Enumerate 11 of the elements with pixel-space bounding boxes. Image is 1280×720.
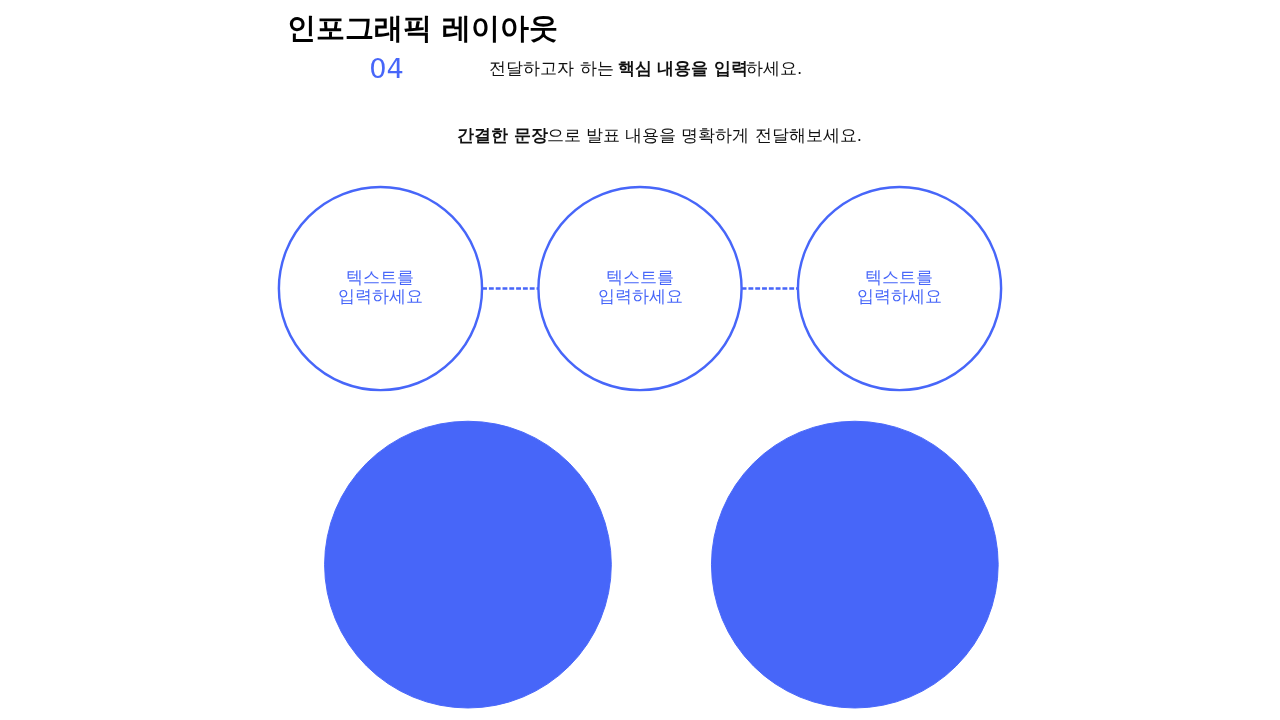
node-circle — [324, 420, 612, 709]
connector — [741, 287, 798, 290]
label: 04 — [369, 52, 404, 84]
label: 전달하고자 하는 핵심 내용을 입력하세요. — [489, 58, 803, 78]
node-circle — [710, 420, 999, 709]
label: 간결한 문장으로 발표 내용을 명확하게 전달해보세요. — [457, 126, 862, 146]
node-circle: 텍스트를 입력하세요 — [796, 185, 1003, 392]
connector — [482, 287, 539, 290]
node-circle: 텍스트를 입력하세요 — [277, 185, 484, 392]
diagram-title: 인포그래픽 레이아웃 — [286, 11, 558, 46]
node-circle: 텍스트를 입력하세요 — [537, 185, 743, 392]
